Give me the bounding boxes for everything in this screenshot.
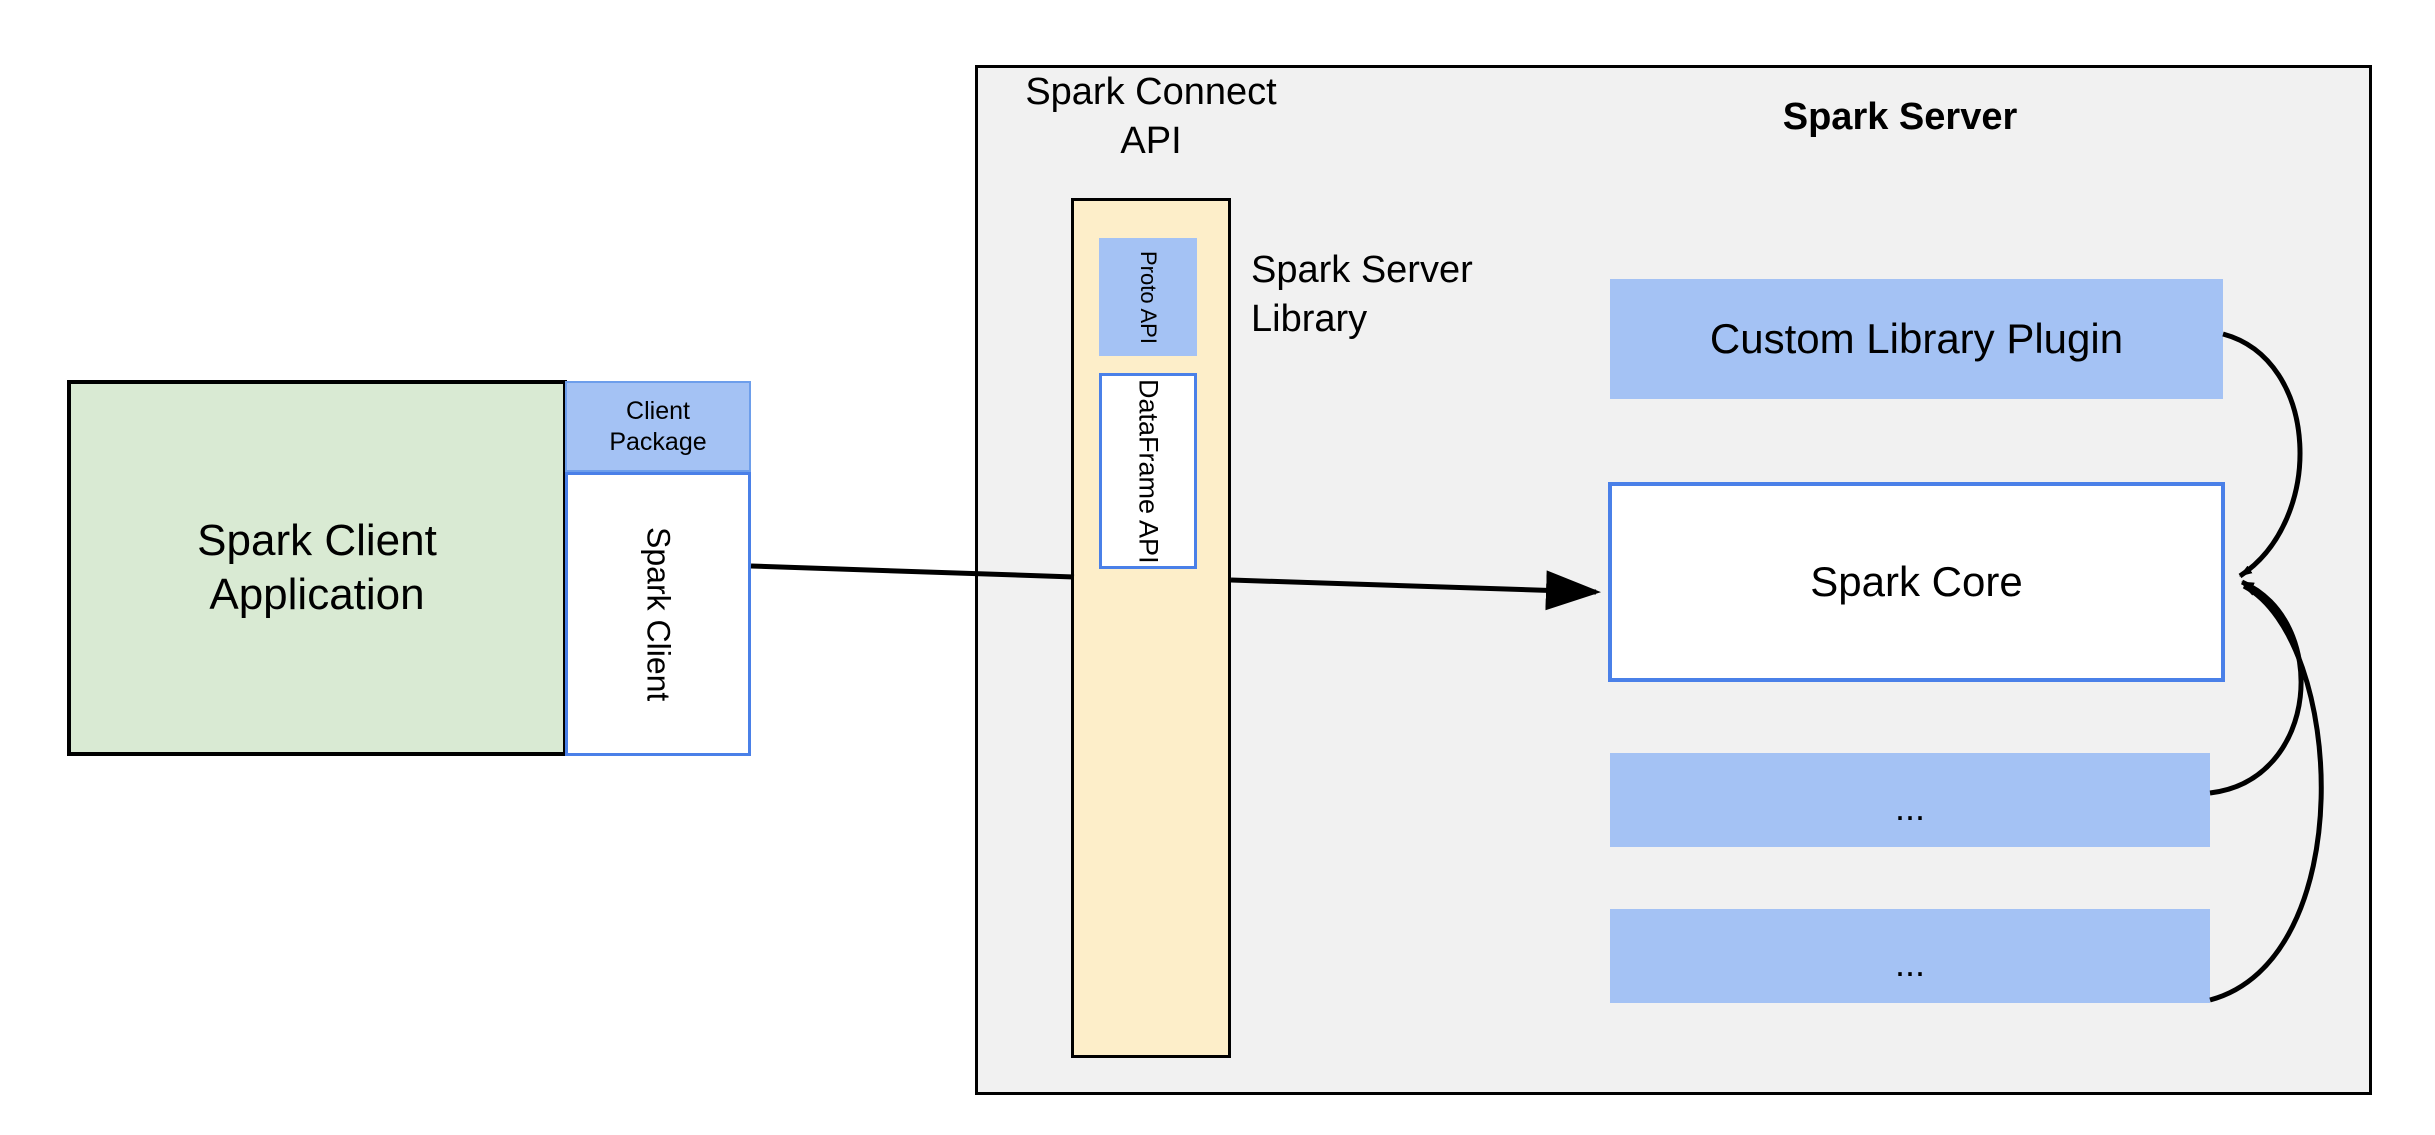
- spark-client-application-label: Spark Client Application: [197, 516, 437, 619]
- spark-server-library-label: Spark Server Library: [1251, 249, 1473, 340]
- spark-core-label: Spark Core: [1810, 558, 2023, 605]
- dataframe-api-box: DataFrame API: [1099, 373, 1197, 569]
- placeholder-label-2: ...: [1894, 943, 1925, 984]
- proto-api-label: Proto API: [1136, 250, 1161, 344]
- spark-core-box: Spark Core: [1608, 482, 2225, 682]
- spark-client-application-box: Spark Client Application: [67, 380, 567, 756]
- client-package-label: Client Package: [609, 397, 707, 456]
- placeholder-box-1: ...: [1610, 753, 2210, 847]
- spark-client-box: Spark Client: [565, 472, 751, 756]
- custom-library-plugin-box: Custom Library Plugin: [1610, 279, 2223, 399]
- client-package-box: Client Package: [565, 381, 751, 472]
- spark-client-label: Spark Client: [640, 526, 677, 702]
- spark-connect-api-label: Spark Connect API: [1025, 71, 1277, 162]
- spark-server-title: Spark Server: [1782, 96, 2018, 138]
- dataframe-api-label: DataFrame API: [1133, 378, 1164, 564]
- placeholder-label-1: ...: [1894, 787, 1925, 828]
- custom-library-plugin-label: Custom Library Plugin: [1709, 315, 2124, 362]
- placeholder-box-2: ...: [1610, 909, 2210, 1003]
- proto-api-box: Proto API: [1099, 238, 1197, 356]
